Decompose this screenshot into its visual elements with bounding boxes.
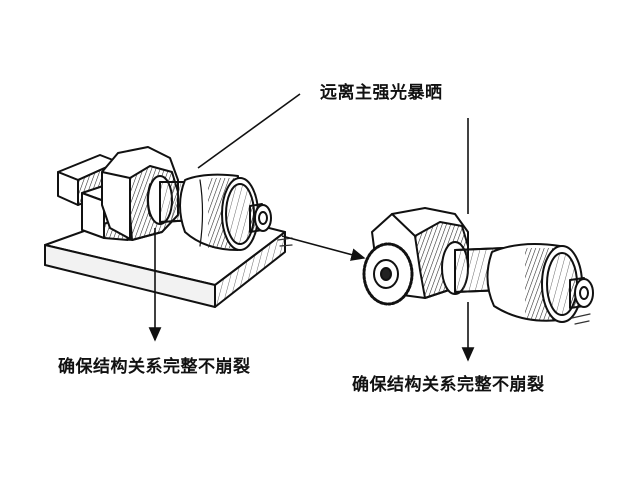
label-left: 确保结构关系完整不崩裂 <box>58 357 251 377</box>
callouts <box>148 93 475 362</box>
right-end-nub <box>569 277 594 309</box>
right-assembly <box>362 207 594 325</box>
left-assembly <box>44 146 293 308</box>
left-end-nub <box>249 203 272 233</box>
label-top: 远离主强光暴晒 <box>320 83 443 103</box>
label-right: 确保结构关系完整不崩裂 <box>352 375 545 395</box>
leader-top-left <box>197 93 301 169</box>
right-cylinder <box>486 243 583 323</box>
knurled-ring <box>362 242 414 306</box>
arrow-left-to-right <box>281 235 366 261</box>
